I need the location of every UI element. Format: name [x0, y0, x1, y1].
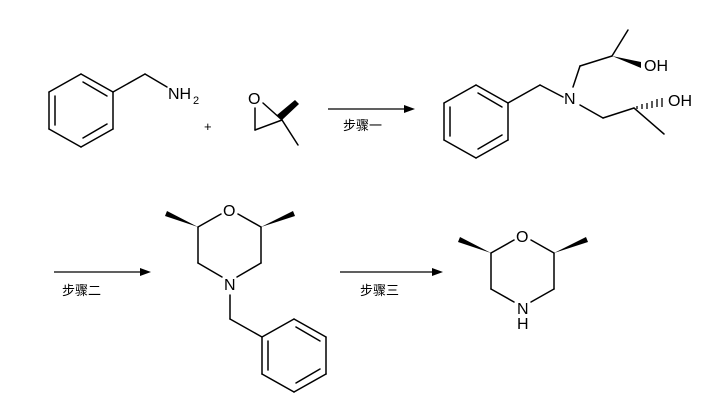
morpholine-nitrogen: N: [224, 277, 236, 294]
step-one-label: 步骤一: [343, 119, 382, 134]
diol-nitrogen: N: [564, 91, 576, 108]
benzyl-dimethylmorpholine-molecule: O N: [165, 203, 327, 393]
epoxide-molecule: O: [248, 91, 299, 146]
product-nitrogen: N: [517, 301, 529, 318]
reaction-arrow-1: [328, 105, 415, 113]
intermediate-diol-molecule: N OH OH: [443, 29, 692, 159]
reaction-arrow-2: [54, 268, 151, 276]
epoxide-oxygen: O: [248, 91, 260, 108]
ch2-n-bond: [144, 73, 168, 88]
product-nh-hydrogen: H: [517, 316, 529, 333]
lower-hash-bond: [636, 98, 663, 109]
benzene-ring: [261, 318, 327, 393]
upper-hydroxyl: OH: [644, 58, 668, 75]
upper-wedge-bond: [612, 56, 641, 68]
product-oxygen: O: [516, 229, 528, 246]
right-wedge-bond: [261, 211, 295, 227]
amine-subscript: 2: [193, 95, 199, 107]
left-wedge-bond: [165, 211, 198, 227]
dimethylmorpholine-molecule: O N H: [458, 229, 588, 333]
epoxide-wedge-bond: [277, 100, 299, 120]
right-wedge-bond: [554, 237, 588, 253]
step-three-label: 步骤三: [360, 284, 399, 299]
benzene-ring: [48, 73, 114, 148]
plus-sign: +: [204, 119, 212, 134]
amine-label: NH: [168, 86, 191, 103]
step-two-label: 步骤二: [62, 284, 101, 299]
benzene-ring: [443, 84, 509, 159]
morpholine-oxygen: O: [223, 203, 235, 220]
left-wedge-bond: [458, 237, 491, 253]
benzyl-bond: [112, 73, 146, 93]
benzylamine-molecule: NH 2: [48, 73, 199, 148]
reaction-arrow-3: [340, 268, 443, 276]
lower-hydroxyl: OH: [668, 93, 692, 110]
